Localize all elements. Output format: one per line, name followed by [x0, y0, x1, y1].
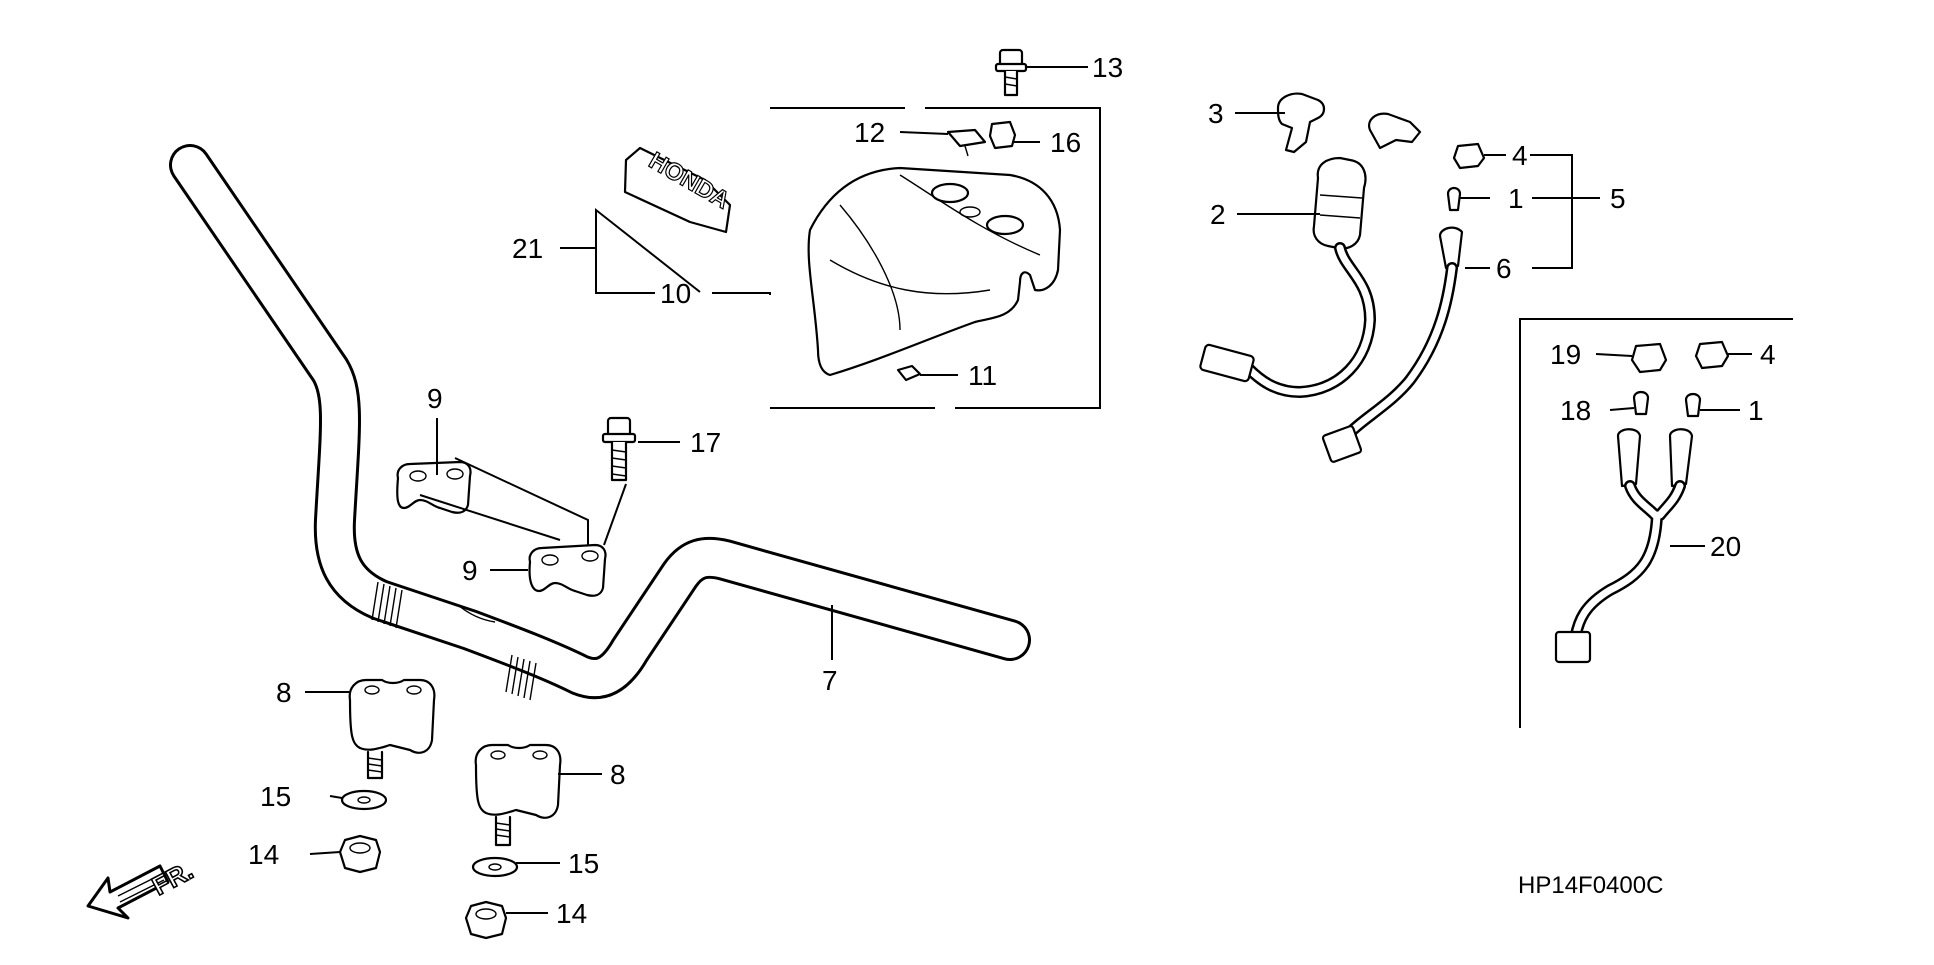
washer-15-left: [340, 789, 388, 811]
inset-frame: [1519, 318, 1793, 728]
bulb-18: [1632, 390, 1650, 416]
bulb-1b: [1684, 392, 1702, 418]
callout-19: 19: [1550, 339, 1581, 370]
callout-17: 17: [690, 427, 721, 458]
callout-14-left: 14: [248, 839, 279, 870]
upper-holder-right: [528, 543, 607, 597]
lower-holder-right: [474, 743, 562, 847]
handlebar: [169, 144, 1031, 701]
callout-15-right: 15: [568, 848, 599, 879]
callout-9-top: 9: [427, 383, 443, 414]
clip-11: [896, 364, 922, 382]
indicator-harness-20: [1554, 428, 1694, 664]
callout-7: 7: [822, 665, 838, 696]
clip-12: [946, 128, 987, 157]
callout-13: 13: [1092, 52, 1123, 83]
callout-15-left: 15: [260, 781, 291, 812]
grommet-16: [988, 120, 1017, 150]
ignition-switch-2: [1199, 112, 1422, 399]
callout-16: 16: [1050, 127, 1081, 158]
diagram-code: HP14F0400C: [1518, 872, 1663, 899]
bulb-cap-4b: [1694, 340, 1730, 370]
callout-5: 5: [1610, 183, 1626, 214]
lower-holder-left: [348, 678, 436, 780]
callout-1-top: 1: [1508, 183, 1524, 214]
nut-14-right: [464, 900, 508, 940]
callout-12: 12: [854, 117, 885, 148]
callout-6: 6: [1496, 253, 1512, 284]
bulb-cap-4: [1452, 142, 1486, 170]
handlebar-cover: [807, 166, 1062, 377]
callout-11: 11: [968, 360, 997, 391]
upper-holder-left: [396, 460, 472, 514]
front-direction-arrow-icon: [86, 864, 170, 920]
callout-4-inset: 4: [1760, 339, 1776, 370]
holder-bracket-lines: [419, 457, 589, 545]
bulb-cap-19: [1630, 342, 1668, 374]
callout-2: 2: [1210, 199, 1226, 230]
cover-assembly-frame: [770, 107, 1101, 409]
callout-4-top: 4: [1512, 140, 1528, 171]
callout-14-right: 14: [556, 898, 587, 929]
callout-3: 3: [1208, 98, 1224, 129]
washer-15-right: [471, 856, 519, 878]
callout-21: 21: [512, 233, 543, 264]
callout-9-bottom: 9: [462, 555, 478, 586]
front-marker-label: FR.: [147, 855, 198, 901]
leader-lines: [305, 66, 1752, 914]
honda-emblem: HONDA: [623, 147, 735, 234]
callout-18: 18: [1560, 395, 1591, 426]
callout-20: 20: [1710, 531, 1741, 562]
callout-8-left: 8: [276, 677, 292, 708]
bolt-17: [601, 416, 637, 482]
callout-10: 10: [660, 278, 691, 309]
callout-8-right: 8: [610, 759, 626, 790]
bulb-1: [1446, 186, 1462, 212]
nut-14-left: [338, 834, 382, 874]
screw-13: [994, 48, 1028, 97]
indicator-lamp-harness-6: [1321, 226, 1464, 463]
callout-1-inset: 1: [1748, 395, 1764, 426]
key-3: [1276, 92, 1326, 154]
